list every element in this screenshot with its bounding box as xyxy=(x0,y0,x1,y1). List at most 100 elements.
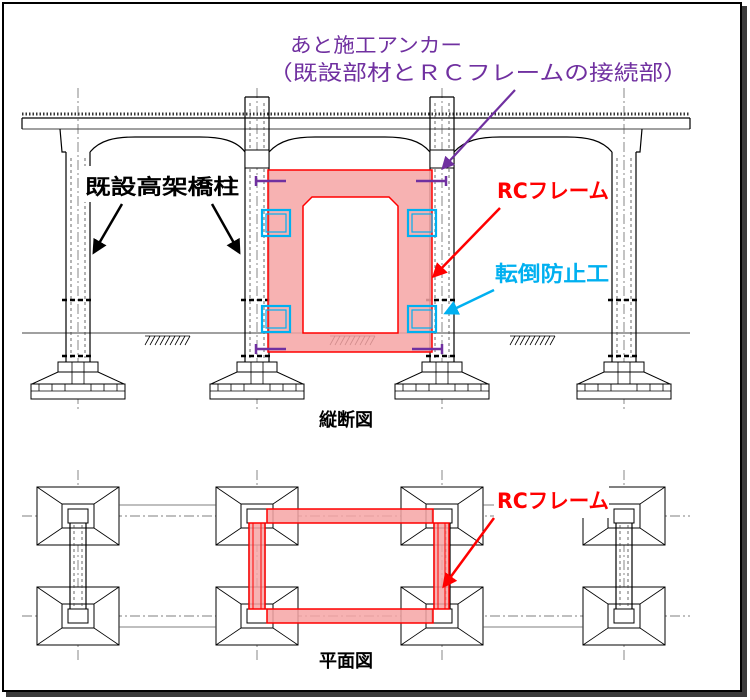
arrow-to-rc-frame-plan xyxy=(442,517,496,589)
footing-elevation-4 xyxy=(576,361,672,400)
ground-hatch xyxy=(509,335,556,346)
arrow-to-rc-frame-elevation xyxy=(431,207,501,279)
block-inner xyxy=(411,309,433,329)
column-section-plan-3-bottom xyxy=(431,608,453,624)
footing-hip-line xyxy=(639,486,666,505)
block-inner xyxy=(265,309,287,329)
column-section-plan-3-top xyxy=(431,508,453,524)
ground-hatch-stroke xyxy=(529,335,536,346)
footing-hip-line xyxy=(93,486,120,505)
footing-hip-line xyxy=(582,586,609,605)
footing-hip-line xyxy=(639,586,666,605)
footing-hip-line xyxy=(400,586,427,605)
footing-hip-line xyxy=(36,627,63,646)
footing-hip-line xyxy=(272,627,299,646)
rc-frame-plan-label: RCフレーム xyxy=(497,489,609,513)
rc-frame-plan-left-beam-inner xyxy=(252,522,262,610)
rc-frame-plan-left-beam xyxy=(248,522,266,610)
column-section-plan-2-bottom xyxy=(246,608,268,624)
rc-frame-body xyxy=(267,169,433,353)
overturn-prevention-label: 転倒防止工 xyxy=(495,262,609,286)
footing-elevation-2 xyxy=(209,361,305,400)
footing-pedestal xyxy=(603,361,645,373)
post-installed-anchors xyxy=(254,176,448,354)
tie-beam-plan-4 xyxy=(615,523,633,609)
block-outer xyxy=(260,208,292,238)
ground-hatch-stroke xyxy=(169,335,176,346)
rc-frame-elevation xyxy=(267,169,433,353)
rc-frame-plan-right-beam xyxy=(433,522,450,610)
footing-hip-line xyxy=(400,486,427,505)
column-section-plan-2-top xyxy=(246,508,268,524)
footing-hip-line xyxy=(272,527,299,546)
rc-frame-plan-top-beam xyxy=(266,508,434,524)
anchor-top-right xyxy=(416,176,448,186)
footing-hip-line xyxy=(639,627,666,646)
ground-hatch-stroke xyxy=(549,335,556,346)
ground-hatch-stroke xyxy=(174,335,181,346)
ground-hatch-stroke xyxy=(539,335,546,346)
footing-hip-line xyxy=(457,486,484,505)
overturn-block-top-left xyxy=(260,208,292,238)
footing-hip-line xyxy=(36,586,63,605)
rc-frame-elevation-label-bg xyxy=(494,174,609,208)
plan-caption: 平面図 xyxy=(319,651,373,672)
rc-frame-plan-bottom-beam xyxy=(266,608,434,624)
ground-hatch-stroke xyxy=(534,335,541,346)
ground-hatch-stroke xyxy=(154,335,161,346)
footing-hip-line xyxy=(93,627,120,646)
footing-hip-line xyxy=(400,527,427,546)
column-section-plan-4-bottom xyxy=(613,608,635,624)
footing-hip-line xyxy=(582,527,609,546)
column-section-plan-4-top xyxy=(613,508,635,524)
beam-soffit-span-2 xyxy=(268,136,431,153)
block-inner xyxy=(265,213,287,233)
arrow-to-anchor xyxy=(441,89,516,170)
anchor-bottom-left xyxy=(254,344,286,354)
arrow-to-column-1 xyxy=(92,203,124,255)
footing-hip-line xyxy=(582,627,609,646)
footing-base xyxy=(30,383,126,400)
footing-hip-line xyxy=(215,627,242,646)
rc-frame-plan-right-beam-inner xyxy=(437,522,446,610)
block-inner xyxy=(411,213,433,233)
block-outer xyxy=(406,304,438,334)
footing-base xyxy=(394,383,490,400)
footing-hip-line xyxy=(272,586,299,605)
footing-hip-line xyxy=(215,527,242,546)
ground-hatch-stroke xyxy=(184,335,191,346)
footing-hip-line xyxy=(36,486,63,505)
overturn-block-bottom-left xyxy=(260,304,292,334)
footing-base xyxy=(576,383,672,400)
footing-pedestal xyxy=(57,361,99,373)
elevation-caption: 縦断図 xyxy=(319,409,373,431)
footing-hip-line xyxy=(457,527,484,546)
footing-hip-line xyxy=(457,586,484,605)
existing-column-label: 既設高架橋柱 xyxy=(85,175,239,199)
arrow-to-column-2 xyxy=(210,203,241,255)
footing-elevation-3 xyxy=(394,361,490,400)
deck-slab xyxy=(21,112,691,153)
rc-frame-plan-label-bg xyxy=(494,484,609,518)
arrow-to-overturn-block xyxy=(443,288,495,315)
tie-beam-plan-1 xyxy=(69,523,87,609)
ground-hatch-stroke xyxy=(519,335,526,346)
overturn-prevention-label-bg xyxy=(492,258,610,292)
existing-column-label-bg xyxy=(80,166,242,202)
footing-hip-line xyxy=(93,527,120,546)
footing-hip-line xyxy=(457,627,484,646)
overturn-block-bottom-right xyxy=(406,304,438,334)
footing-hip-line xyxy=(93,586,120,605)
plan-structure xyxy=(22,470,690,660)
footing-hip-line xyxy=(215,486,242,505)
column-bracket xyxy=(244,149,270,169)
anchor-note-label: （既設部材とＲＣフレームの接続部） xyxy=(268,61,688,85)
footing-hip-line xyxy=(36,527,63,546)
footing-pedestal xyxy=(236,361,278,373)
ground-hatch-stroke xyxy=(179,335,186,346)
block-outer xyxy=(406,208,438,238)
anchor-bottom-right xyxy=(412,344,444,354)
footing-base xyxy=(209,383,305,400)
footing-hip-line xyxy=(272,486,299,505)
column-4 xyxy=(608,88,640,410)
